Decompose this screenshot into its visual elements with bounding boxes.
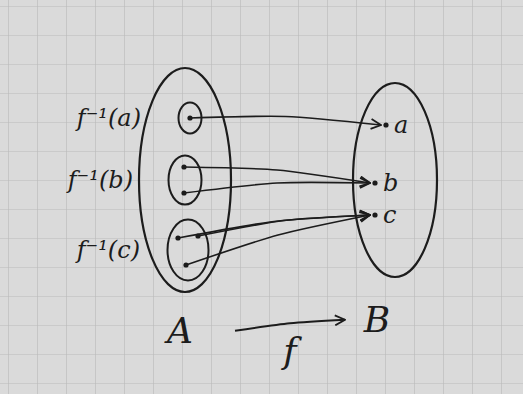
- set-outline: [353, 83, 437, 277]
- mapping-arrow: [190, 116, 381, 125]
- preimage-label: f⁻¹(c): [77, 237, 140, 263]
- element-dot: [372, 212, 377, 217]
- preimage-oval: f⁻¹(c): [166, 218, 210, 282]
- outline: [166, 218, 210, 282]
- outline: [167, 154, 203, 206]
- preimage-label: f⁻¹(b): [68, 167, 133, 193]
- set-oval: Af⁻¹(a) f⁻¹(b) f⁻¹(c): [135, 65, 235, 355]
- element-dot: [181, 190, 186, 195]
- element-label: b: [383, 170, 398, 196]
- preimage-label: f⁻¹(a): [77, 105, 141, 131]
- element-dot: [183, 262, 188, 267]
- element-dot: [187, 115, 192, 120]
- element-dot: [195, 233, 200, 238]
- function-name: f: [283, 331, 296, 371]
- set-outline: [139, 68, 231, 292]
- preimage-outline: [179, 103, 202, 134]
- function-arrow: [235, 320, 345, 331]
- outline: [177, 101, 203, 135]
- element-dot: [372, 180, 377, 185]
- preimage-oval: f⁻¹(b): [167, 154, 203, 206]
- set-oval: Ba bc: [345, 80, 445, 350]
- element-label: a: [394, 112, 408, 138]
- mapping-arrow: [186, 215, 370, 265]
- mapping-arrow: [184, 182, 370, 193]
- element-point: c: [371, 203, 400, 227]
- element-dot: [383, 122, 388, 127]
- element-dot: [181, 164, 186, 169]
- preimage-outline: [168, 220, 209, 281]
- element-point: b: [371, 171, 402, 195]
- preimage-oval: f⁻¹(a): [177, 101, 203, 135]
- set-name: B: [364, 300, 390, 340]
- set-name: A: [167, 311, 193, 351]
- element-point: a: [382, 113, 412, 137]
- element-label: c: [383, 202, 396, 228]
- preimage-outline: [169, 156, 202, 205]
- element-dot: [175, 235, 180, 240]
- mapping-arrow: [184, 167, 370, 183]
